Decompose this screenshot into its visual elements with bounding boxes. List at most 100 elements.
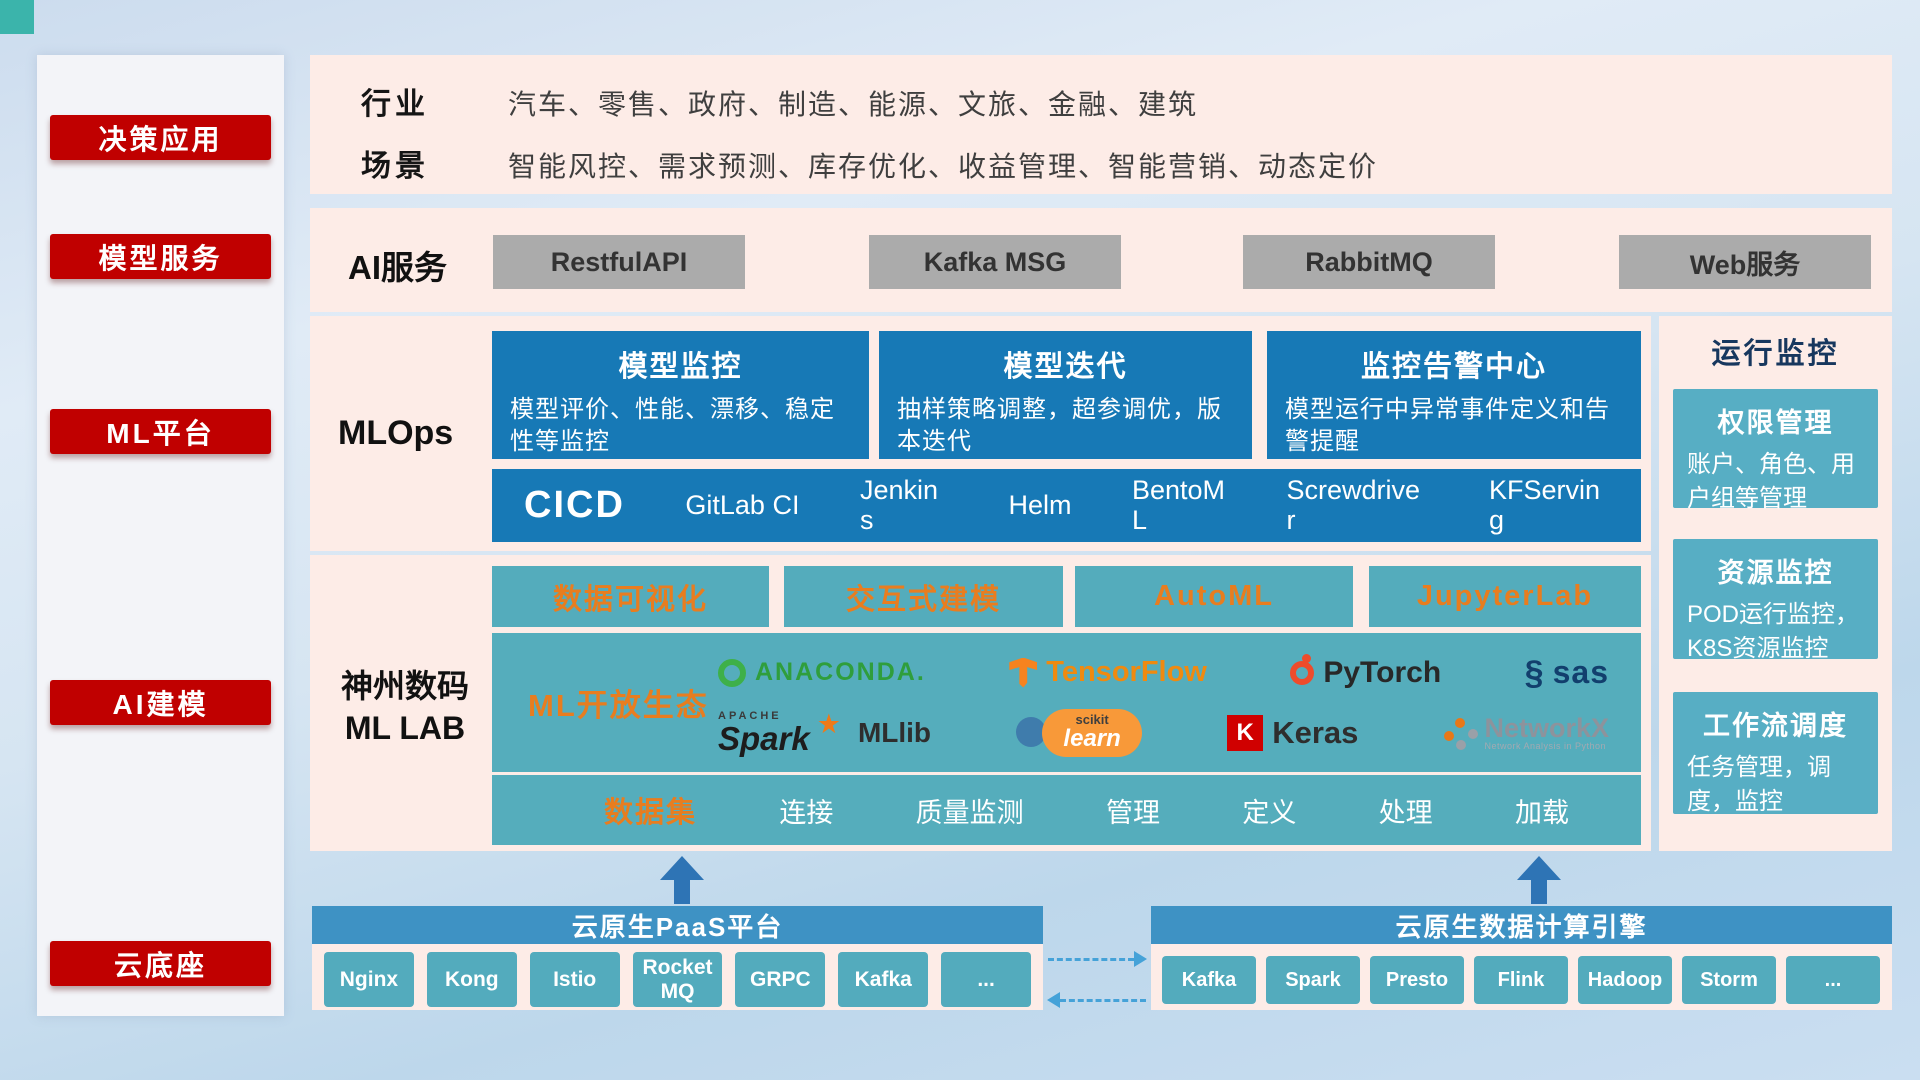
card-desc: 抽样策略调整，超参调优，版本迭代 (897, 396, 1222, 456)
model-monitoring-card: 模型监控 模型评价、性能、漂移、稳定性等监控 (492, 331, 869, 459)
spark-text: Spark (718, 719, 810, 757)
industry-row: 行业 汽车、零售、政府、制造、能源、文旅、金融、建筑 (361, 79, 1198, 123)
ecosystem-label: ML开放生态 (528, 688, 709, 723)
sas-logo: § sas (1525, 654, 1609, 691)
pytorch-text: PyTorch (1323, 655, 1442, 689)
anaconda-logo: ANACONDA. (718, 658, 926, 687)
jupyterlab-button: JupyterLab (1369, 566, 1641, 627)
card-title: 权限管理 (1717, 408, 1834, 438)
up-arrow-stem (674, 880, 690, 904)
ai-service-panel: AI服务 RestfulAPI Kafka MSG RabbitMQ Web服务 (310, 208, 1892, 312)
data-engine-header: 云原生数据计算引擎 (1151, 906, 1892, 944)
chip-grpc: GRPC (735, 952, 826, 1007)
tensorflow-icon (1009, 657, 1038, 688)
up-arrow-stem (1531, 880, 1547, 904)
dataset-item-connect: 连接 (779, 797, 834, 828)
cicd-label: CICD (524, 484, 625, 526)
cicd-bar: CICD GitLab CI Jenkins Helm BentoML Scre… (492, 469, 1641, 542)
networkx-text-stack: NetworkX Network Analysis in Python (1484, 713, 1609, 752)
paas-platform-header: 云原生PaaS平台 (312, 906, 1043, 944)
industry-label: 行业 (361, 88, 429, 121)
up-arrow-engine (1517, 856, 1561, 904)
dataset-item-quality: 质量监测 (915, 797, 1024, 828)
dataset-item-process: 处理 (1378, 797, 1433, 828)
chip-more: ... (1786, 956, 1880, 1004)
corner-decoration (0, 0, 34, 34)
scikit-learn-badge: scikit learn (1042, 708, 1143, 757)
anaconda-icon (718, 658, 746, 687)
spark-text-stack: APACHE Spark (718, 709, 810, 757)
chip-kong: Kong (426, 952, 517, 1007)
networkx-logo: NetworkX Network Analysis in Python (1443, 713, 1609, 752)
spark-apache-text: APACHE (718, 709, 782, 722)
scene-label: 场景 (361, 150, 429, 183)
workflow-scheduling-card: 工作流调度 任务管理，调度，监控 (1673, 692, 1878, 815)
mlops-label: MLOps (338, 414, 454, 452)
resource-monitoring-card: 资源监控 POD运行监控，K8S资源监控 (1673, 539, 1878, 662)
scene-value: 智能风控、需求预测、库存优化、收益管理、智能营销、动态定价 (508, 151, 1379, 182)
ml-lab-label-line1: 神州数码 (340, 668, 469, 704)
networkx-subtitle: Network Analysis in Python (1484, 740, 1607, 751)
sas-icon: § (1524, 653, 1544, 692)
tensorflow-logo: TensorFlow (1009, 656, 1207, 689)
card-desc: 任务管理，调度，监控 (1687, 754, 1831, 815)
card-title: 资源监控 (1717, 558, 1834, 588)
chip-kafka: Kafka (838, 952, 929, 1007)
engine-chip-row: Kafka Spark Presto Flink Hadoop Storm ..… (1162, 956, 1880, 1004)
chip-nginx: Nginx (324, 952, 414, 1007)
cicd-item-screwdriver: Screwdriver (1286, 475, 1421, 535)
chip-flink: Flink (1474, 956, 1568, 1004)
ecosystem-logo-row-2: APACHE Spark ★ MLlib scikit learn (718, 705, 1609, 761)
card-title: 模型监控 (618, 351, 743, 383)
interactive-modeling-button: 交互式建模 (784, 566, 1063, 627)
rabbitmq-button: RabbitMQ (1243, 235, 1495, 289)
spark-mllib-logo: APACHE Spark ★ MLlib (718, 709, 931, 757)
industry-value: 汽车、零售、政府、制造、能源、文旅、金融、建筑 (508, 89, 1199, 120)
ai-service-label: AI服务 (348, 249, 447, 286)
data-visualization-button: 数据可视化 (492, 566, 769, 627)
cicd-item-bentoml: BentoML (1131, 475, 1226, 535)
kafka-msg-button: Kafka MSG (869, 235, 1121, 289)
scikit-learn-logo: scikit learn (1016, 707, 1143, 759)
card-title: 工作流调度 (1703, 711, 1848, 741)
chip-spark: Spark (1266, 956, 1360, 1004)
dataset-item-manage: 管理 (1106, 797, 1160, 828)
card-title: 监控告警中心 (1360, 351, 1547, 383)
chip-kafka: Kafka (1162, 956, 1256, 1004)
dataset-item-define: 定义 (1242, 797, 1297, 828)
paas-chip-row: Nginx Kong Istio RocketMQ GRPC Kafka ... (324, 952, 1032, 1007)
keras-icon: K (1227, 714, 1264, 751)
cicd-item-helm: Helm (1008, 489, 1072, 520)
networkx-icon (1443, 716, 1475, 750)
pytorch-logo: PyTorch (1290, 653, 1442, 690)
industry-scene-panel: 行业 汽车、零售、政府、制造、能源、文旅、金融、建筑 场景 智能风控、需求预测、… (310, 55, 1892, 194)
cicd-item-jenkins: Jenkins (859, 475, 938, 535)
dashed-connector-right (1048, 958, 1134, 961)
chip-more: ... (941, 952, 1032, 1007)
up-arrow-paas (660, 856, 704, 904)
chip-istio: Istio (529, 952, 620, 1007)
scikit-learn-icon (1016, 716, 1047, 747)
ml-lab-panel: 神州数码 ML LAB 数据可视化 交互式建模 AutoML JupyterLa… (310, 555, 1651, 851)
dataset-label: 数据集 (604, 797, 698, 829)
chip-presto: Presto (1370, 956, 1464, 1004)
run-monitoring-title: 运行监控 (1711, 338, 1840, 370)
ml-open-ecosystem: ML开放生态 ANACONDA. TensorFlow PyTorch (492, 633, 1641, 772)
dashed-connector-left (1060, 999, 1146, 1002)
permission-management-card: 权限管理 账户、角色、用户组等管理 (1673, 389, 1878, 512)
dataset-bar: 数据集 连接 质量监测 管理 定义 处理 加载 (492, 775, 1641, 845)
ml-lab-label: 神州数码 ML LAB (324, 665, 486, 749)
ecosystem-logos: ANACONDA. TensorFlow PyTorch § sas (718, 645, 1641, 761)
card-desc: 账户、角色、用户组等管理 (1687, 451, 1855, 512)
sidebar-item-decision-apps: 决策应用 (50, 115, 271, 160)
scene-row: 场景 智能风控、需求预测、库存优化、收益管理、智能营销、动态定价 (361, 141, 1378, 185)
up-arrow-head (1517, 856, 1561, 880)
spark-icon: ★ (816, 709, 841, 739)
cicd-item-gitlab-ci: GitLab CI (685, 489, 800, 520)
up-arrow-head (660, 856, 704, 880)
tensorflow-text: TensorFlow (1046, 656, 1207, 688)
run-monitoring-panel: 运行监控 权限管理 账户、角色、用户组等管理 资源监控 POD运行监控，K8S资… (1659, 316, 1892, 851)
dashed-arrowhead-right (1134, 951, 1147, 967)
mlops-panel: MLOps 模型监控 模型评价、性能、漂移、稳定性等监控 模型迭代 抽样策略调整… (310, 316, 1651, 551)
card-desc: 模型运行中异常事件定义和告警提醒 (1285, 396, 1610, 456)
